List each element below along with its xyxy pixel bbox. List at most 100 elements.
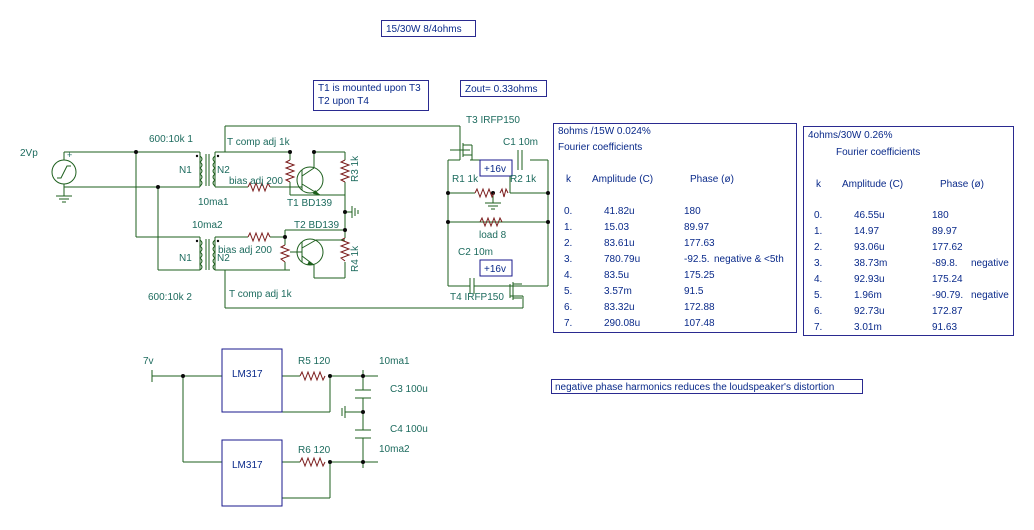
amp-cell: 41.82u [604,206,635,217]
table-row: 2. 83.61u 177.63 [554,238,796,252]
amp-cell: 92.73u [854,306,885,317]
k-cell: 0. [814,210,823,221]
k-cell: 4. [564,270,573,281]
amp-cell: 83.32u [604,302,635,313]
amp-cell: 93.06u [854,242,885,253]
table-row: 0. 41.82u 180 [554,206,796,220]
xf1-ratio-label: 600:10k 1 [149,134,193,145]
ma1-supply-label: 10ma1 [379,356,410,367]
n1-bottom-label: N1 [179,253,192,264]
note-cell: negative [971,290,1009,301]
k-cell: 7. [564,318,573,329]
n2-bottom-label: N2 [217,253,230,264]
table-row: 5. 3.57m 91.5 [554,286,796,300]
c1-capacitor [517,150,523,170]
phase-cell: -90.79. [932,290,964,301]
svg-text:+: + [67,150,72,160]
v16-top-label: +16v [484,164,506,175]
source-label: 2Vp [20,148,38,159]
v16-bottom-label: +16v [484,264,506,275]
r5-label: R5 120 [298,356,331,367]
n1-top-label: N1 [179,165,192,176]
table-8ohm-phase-header: Phase (ø) [690,174,734,185]
amp-cell: 38.73m [854,258,888,269]
mount-note-line1: T1 is mounted upon T3 [318,83,421,94]
zout-text: Zout= 0.33ohms [465,84,538,95]
r2-label: R2 1k [510,174,537,185]
table-row: 6. 92.73u 172.87 [804,306,1013,320]
note-box: negative phase harmonics reduces the lou… [551,379,863,394]
r1-label: R1 1k [452,174,479,185]
c4-label: C4 100u [390,424,428,435]
v16-top-box [479,159,513,177]
k-cell: 1. [814,226,823,237]
c2-label: C2 10m [458,247,493,258]
r6-label: R6 120 [298,445,331,456]
title-box: 15/30W 8/4ohms [381,20,476,37]
phase-cell: 177.63 [684,238,715,249]
table-row: 7. 3.01m 91.63 [804,322,1013,336]
k-cell: 7. [814,322,823,333]
ma1-label: 10ma1 [198,197,229,208]
k-cell: 1. [564,222,573,233]
table-row: 2. 93.06u 177.62 [804,242,1013,256]
table-row: 1. 15.03 89.97 [554,222,796,236]
tcomp-resistor-bottom [279,244,291,263]
c3-label: C3 100u [390,384,428,395]
signal-source: + 2Vp [20,148,77,203]
amp-cell: 46.55u [854,210,885,221]
supply-label: 7v [143,356,154,367]
t4-mosfet [509,282,522,300]
table-row: 3. 780.79u -92.5. negative & <5th [554,254,796,268]
phase-cell: 172.87 [932,306,963,317]
r3-label: R3 1k [350,155,361,182]
t3-mosfet [459,143,473,160]
n2-top-label: N2 [217,165,230,176]
k-cell: 5. [564,286,573,297]
c3-capacitor [355,389,371,399]
r4-resistor [339,237,351,262]
phase-cell: 89.97 [684,222,710,233]
table-4ohm-title: 4ohms/30W 0.26% [808,130,893,141]
r4-label: R4 1k [350,245,361,272]
t2-transistor [290,238,345,266]
c4-capacitor [355,429,371,439]
table-8ohm-amp-header: Amplitude (C) [592,174,654,185]
r5-resistor [299,370,326,382]
k-cell: 6. [814,306,823,317]
phase-cell: 91.5 [684,286,704,297]
t1-label: T1 BD139 [287,198,332,209]
note-cell: negative [971,258,1009,269]
transformer-2 [195,236,225,271]
ma2-supply-label: 10ma2 [379,444,410,455]
amp-cell: 780.79u [604,254,641,265]
lower-driver-wiring [224,228,523,309]
amp-cell: 290.08u [604,318,641,329]
tcomp-resistor-top [284,159,296,183]
phase-cell: 107.48 [684,318,715,329]
table-8ohm-subtitle: Fourier coefficients [558,142,643,153]
c2-capacitor [469,278,490,294]
table-4ohm-subtitle: Fourier coefficients [836,147,921,158]
phase-cell: 175.24 [932,274,963,285]
note-text: negative phase harmonics reduces the lou… [555,382,835,393]
table-8ohm-k-header: k [566,174,571,185]
t4-label: T4 IRFP150 [450,292,504,303]
r1-resistor [474,187,495,199]
t3-label: T3 IRFP150 [466,115,520,126]
amp-cell: 83.61u [604,238,635,249]
note-cell: negative & <5th [714,254,784,265]
table-4ohm-phase-header: Phase (ø) [940,179,984,190]
power-supply-wiring [151,370,378,499]
ma2-label: 10ma2 [192,220,223,231]
table-8ohm-title: 8ohms /15W 0.024% [558,126,651,137]
upper-driver-wiring [224,125,461,205]
lm317-top-block [221,348,283,413]
table-row: 0. 46.55u 180 [804,210,1013,224]
phase-cell: 177.62 [932,242,963,253]
mount-note-box: T1 is mounted upon T3 T2 upon T4 [313,80,429,111]
k-cell: 0. [564,206,573,217]
table-row: 1. 14.97 89.97 [804,226,1013,240]
k-cell: 3. [814,258,823,269]
zout-box: Zout= 0.33ohms [460,80,547,97]
